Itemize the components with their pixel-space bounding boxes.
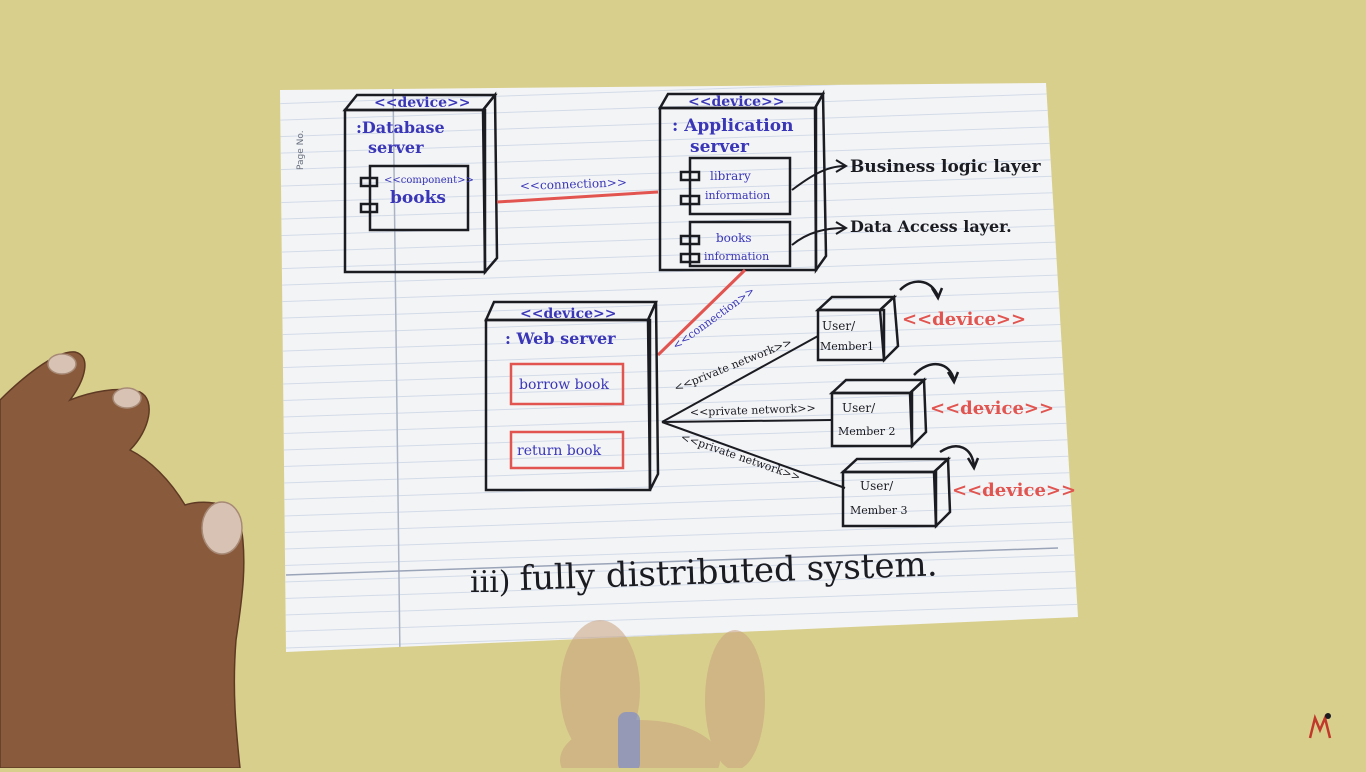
user3-line1: User/ <box>860 479 894 493</box>
db-name-line2: server <box>368 138 424 157</box>
ruled-line <box>280 207 1078 237</box>
ruled-line <box>280 108 1078 138</box>
ruled-line <box>280 471 1078 501</box>
ruled-line <box>280 125 1078 154</box>
ruled-line <box>280 570 1078 600</box>
database-server-node <box>342 91 499 276</box>
app-component1-line1: library <box>710 169 751 183</box>
caption-number: iii) <box>470 565 511 600</box>
db-name-line1: :Database <box>356 118 445 137</box>
user1-line1: User/ <box>822 319 856 333</box>
ruled-line <box>280 521 1078 550</box>
web-name: : Web server <box>505 329 616 348</box>
paper-sheet: Page No. <box>280 83 1078 652</box>
db-app-connection-label: <<connection>> <box>520 175 627 193</box>
bottom-rule <box>285 547 1059 576</box>
ruled-line <box>280 504 1078 534</box>
user2-node <box>828 363 960 449</box>
app-component2-line2: information <box>704 250 769 263</box>
annotation-arrows <box>791 159 848 246</box>
return-book-box <box>509 430 625 470</box>
ruled-line <box>280 389 1078 418</box>
left-hand <box>0 351 245 769</box>
ruled-line <box>280 587 1078 616</box>
db-component-name: books <box>390 188 446 208</box>
page-no-label: Page No. <box>296 130 306 170</box>
ruled-line <box>280 306 1078 336</box>
db-stereotype: <<device>> <box>374 95 471 111</box>
web-action-return: return book <box>517 443 602 459</box>
ruled-line <box>280 92 1078 121</box>
borrow-book-box <box>509 362 625 406</box>
ruled-line <box>280 257 1078 286</box>
web-user2-label: <<private network>> <box>690 402 816 419</box>
ruled-line <box>280 488 1078 517</box>
margin-line <box>392 84 401 652</box>
db-app-connector <box>496 190 659 204</box>
private-network-lines <box>661 335 846 489</box>
user3-line2: Member 3 <box>850 504 908 517</box>
ruled-line <box>280 273 1078 303</box>
user2-device-tag: <<device>> <box>930 398 1054 419</box>
business-logic-annotation: Business logic layer <box>850 157 1042 177</box>
ruled-line <box>280 191 1078 220</box>
ruled-line <box>280 290 1078 319</box>
ruled-line <box>280 405 1078 435</box>
ruled-line <box>280 323 1078 352</box>
app-component2-line1: books <box>716 231 752 245</box>
user2-line1: User/ <box>842 401 876 415</box>
user1-device-tag: <<device>> <box>902 309 1026 330</box>
ruled-line <box>280 174 1078 204</box>
app-web-connector <box>656 268 747 357</box>
ruled-line <box>280 537 1078 567</box>
ruled-line <box>280 339 1078 369</box>
app-component1-line2: information <box>705 189 770 202</box>
user1-line2: Member1 <box>820 340 874 353</box>
web-stereotype: <<device>> <box>520 306 617 322</box>
web-action-borrow: borrow book <box>519 377 609 393</box>
data-access-annotation: Data Access layer. <box>850 217 1012 236</box>
app-stereotype: <<device>> <box>688 94 785 110</box>
ruled-line <box>280 356 1078 385</box>
app-name-line2: server <box>690 137 750 157</box>
ruled-line <box>280 438 1078 468</box>
ruled-line <box>280 455 1078 484</box>
ruled-line <box>280 83 1078 105</box>
ruled-line <box>280 422 1078 451</box>
channel-logo <box>1308 713 1332 739</box>
db-component-stereotype: <<component>> <box>384 175 474 186</box>
web-server-node <box>484 300 660 492</box>
ruled-line <box>280 603 1078 633</box>
user3-device-tag: <<device>> <box>952 480 1076 501</box>
pen <box>618 712 640 772</box>
app-name-line1: : Application <box>672 116 793 136</box>
user1-node <box>814 280 944 363</box>
user2-line2: Member 2 <box>838 425 896 438</box>
ruled-line <box>280 554 1078 583</box>
user3-node <box>839 445 980 529</box>
application-server-node <box>657 89 828 274</box>
